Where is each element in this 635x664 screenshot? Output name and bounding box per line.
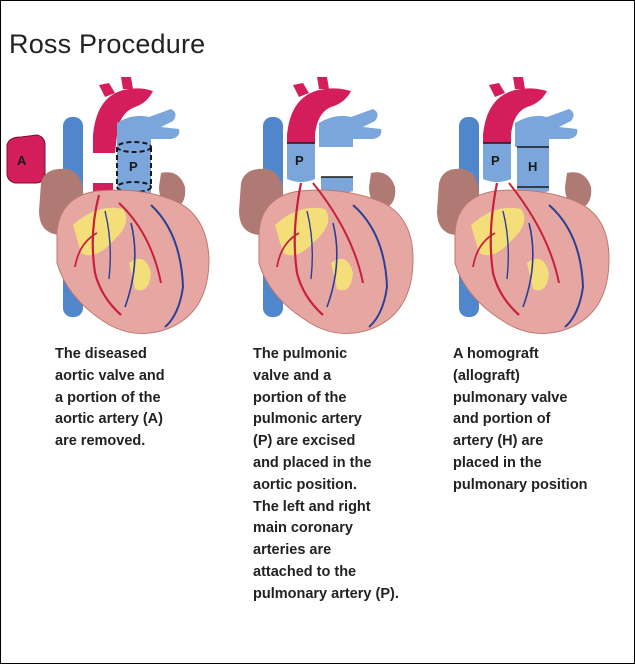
pulmonary-trunk — [515, 109, 577, 147]
aortic-branch-2 — [121, 77, 133, 89]
pulmonary-trunk — [319, 109, 381, 147]
caption-step-3: A homograft (allograft) pulmonary valve … — [453, 344, 635, 497]
caption-step-1: The diseased aortic valve and a portion … — [55, 344, 235, 453]
figure-title: Ross Procedure — [9, 29, 205, 60]
label-p: P — [129, 159, 138, 174]
heart-illustration-removal: A P — [1, 83, 211, 345]
heart-illustration-homograft: P H — [433, 83, 635, 345]
label-p: P — [491, 153, 500, 168]
label-h: H — [528, 159, 537, 174]
label-a: A — [17, 153, 27, 168]
caption-step-2: The pulmonic valve and a portion of the … — [253, 344, 463, 606]
label-p: P — [295, 153, 304, 168]
heart-illustration-transfer: P — [233, 83, 443, 345]
